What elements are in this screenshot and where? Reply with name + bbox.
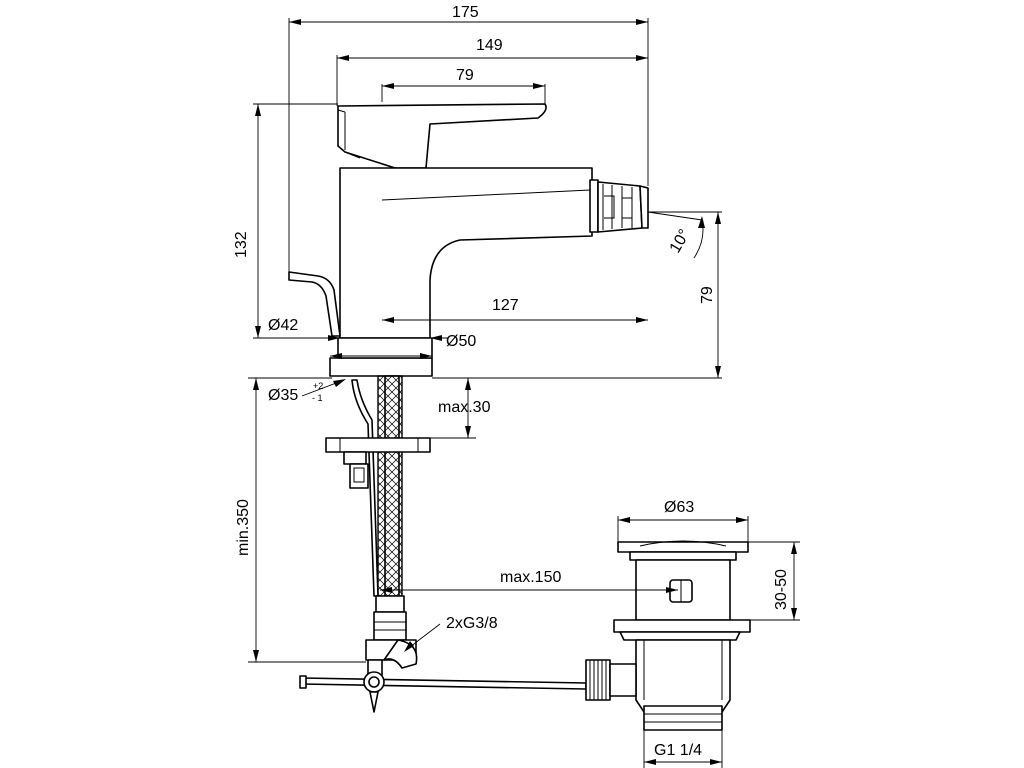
dim-deck-thickness: max.30 [438, 399, 491, 416]
under-deck-assembly [299, 375, 587, 713]
swivel-nozzle [589, 179, 649, 233]
fixing-plate [325, 437, 431, 453]
dim-hole-tol-upper: +2 [313, 381, 323, 391]
braided-hose [377, 375, 403, 597]
dim-body-diameter: Ø42 [268, 317, 298, 334]
dim-waste-thread: G1 1/4 [654, 742, 702, 759]
waste-flange [613, 619, 751, 633]
dim-waste-diameter: Ø63 [664, 499, 694, 516]
waste-body [635, 639, 731, 713]
pop-up-waste [585, 540, 751, 731]
dim-hole-diameter: Ø35 [268, 387, 298, 404]
dim-connection: 2xG3/8 [446, 615, 498, 632]
dimension-lines [248, 18, 800, 768]
dim-base-to-outlet: 127 [492, 297, 519, 314]
dimension-labels: 175 149 79 132 79 127 Ø42 Ø50 Ø35 +2 - 1… [233, 4, 790, 759]
pop-up-rod [351, 379, 379, 597]
dim-waste-range: 30-50 [773, 569, 790, 610]
dim-spout-length: 149 [476, 37, 503, 54]
base-flange [329, 357, 433, 377]
waste-cap [617, 541, 749, 553]
dim-lever-length: 79 [456, 67, 474, 84]
waste-pull-rod [299, 671, 587, 713]
dim-outlet-height: 79 [699, 286, 716, 304]
dim-overall-width: 175 [452, 4, 479, 21]
dim-rod-length: max.150 [500, 569, 561, 586]
spout-body [339, 167, 593, 339]
mixer-body [288, 103, 649, 377]
dim-hole-tol-lower: - 1 [312, 393, 323, 403]
dim-swivel-angle: 10° [667, 227, 694, 256]
hose-connector [365, 595, 418, 677]
dim-total-height: 132 [233, 231, 250, 258]
dim-base-diameter: Ø50 [446, 333, 476, 350]
dim-hose-length: min.350 [235, 499, 252, 556]
lever-handle [337, 103, 547, 169]
